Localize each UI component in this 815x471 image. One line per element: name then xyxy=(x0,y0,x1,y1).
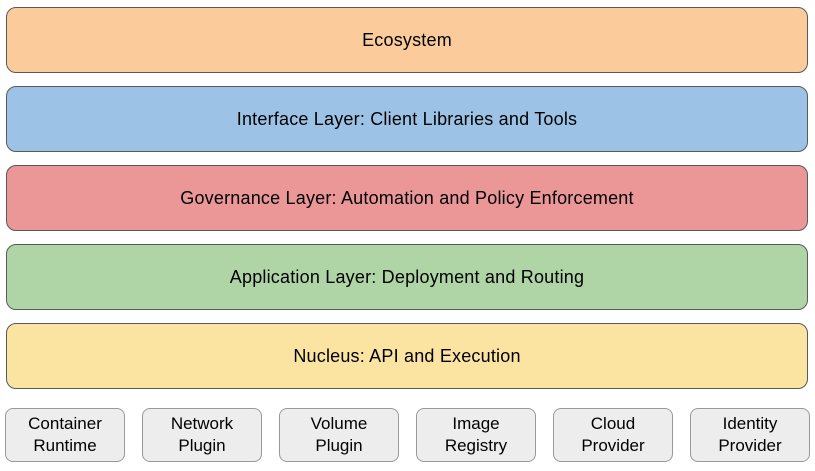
provider-network-plugin-label: Network Plugin xyxy=(170,413,234,455)
layer-nucleus-label: Nucleus: API and Execution xyxy=(293,345,521,366)
layer-interface: Interface Layer: Client Libraries and To… xyxy=(6,86,808,152)
provider-cloud-provider: Cloud Provider xyxy=(553,408,673,462)
provider-container-runtime: Container Runtime xyxy=(5,408,125,462)
layer-nucleus: Nucleus: API and Execution xyxy=(6,323,808,389)
provider-container-runtime-label: Container Runtime xyxy=(28,413,102,455)
layer-application: Application Layer: Deployment and Routin… xyxy=(6,244,808,310)
provider-volume-plugin-label: Volume Plugin xyxy=(310,413,368,455)
provider-identity-provider: Identity Provider xyxy=(690,408,810,462)
provider-network-plugin: Network Plugin xyxy=(142,408,262,462)
provider-image-registry-label: Image Registry xyxy=(444,413,508,455)
layer-ecosystem: Ecosystem xyxy=(6,7,808,73)
provider-identity-provider-label: Identity Provider xyxy=(718,413,782,455)
provider-image-registry: Image Registry xyxy=(416,408,536,462)
provider-row: Container Runtime Network Plugin Volume … xyxy=(5,408,810,462)
layer-ecosystem-label: Ecosystem xyxy=(362,29,452,50)
layer-stack: Ecosystem Interface Layer: Client Librar… xyxy=(6,7,808,389)
provider-volume-plugin: Volume Plugin xyxy=(279,408,399,462)
layer-governance-label: Governance Layer: Automation and Policy … xyxy=(180,187,634,208)
layer-interface-label: Interface Layer: Client Libraries and To… xyxy=(236,108,578,129)
layer-application-label: Application Layer: Deployment and Routin… xyxy=(229,266,585,287)
provider-cloud-provider-label: Cloud Provider xyxy=(581,413,645,455)
layer-governance: Governance Layer: Automation and Policy … xyxy=(6,165,808,231)
